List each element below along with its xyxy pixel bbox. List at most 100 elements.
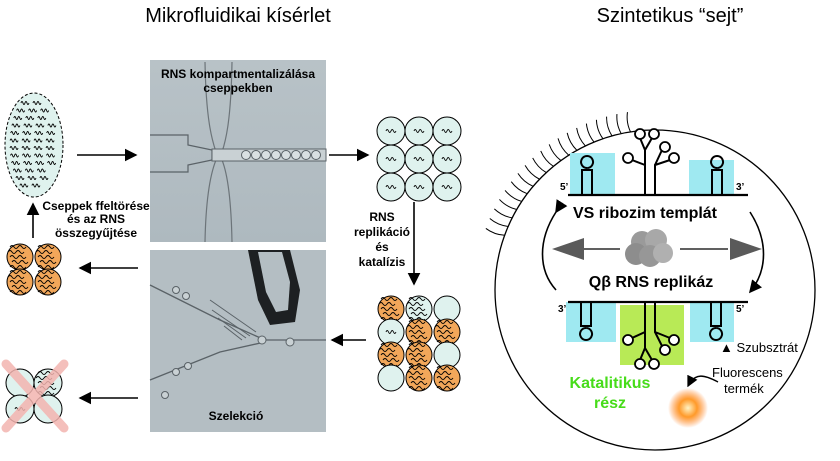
droplet	[377, 364, 405, 392]
chip-caption-line2: cseppekben	[203, 81, 272, 95]
step-replication-3: és	[375, 240, 389, 254]
lipid-tail	[548, 144, 562, 161]
rna-squiggle	[47, 123, 57, 128]
product-label-1: Fluorescens	[712, 365, 783, 380]
rna-squiggle	[33, 138, 43, 143]
lipid-tail	[504, 190, 522, 202]
top-5prime: 5’	[560, 182, 569, 193]
rna-squiggle	[23, 123, 33, 128]
chip-droplet	[311, 150, 321, 160]
rna-squiggle	[9, 280, 27, 284]
rna-squiggle	[37, 265, 55, 269]
curved-arrow-left	[541, 199, 568, 291]
rna-squiggle	[406, 348, 424, 352]
rna-squiggle	[34, 131, 44, 135]
rna-squiggle	[9, 255, 27, 259]
rna-squiggle	[410, 312, 428, 316]
rna-squiggle	[35, 123, 45, 128]
rna-squiggle	[11, 161, 21, 165]
rna-squiggle	[406, 302, 424, 306]
rna-squiggle	[35, 161, 45, 165]
rna-squiggle	[408, 386, 426, 390]
rna-squiggle	[413, 185, 425, 189]
droplet	[433, 295, 461, 323]
rna-squiggle	[9, 138, 19, 143]
rna-squiggle	[21, 138, 31, 143]
step-replication-1: RNS	[369, 210, 394, 224]
chip-droplet	[301, 150, 311, 160]
rna-squiggle	[7, 250, 25, 254]
rna-squiggle	[13, 116, 23, 120]
lipid-tail	[517, 173, 534, 187]
rna-squiggle	[380, 297, 398, 301]
rna-squiggle	[21, 146, 31, 150]
lipid-tail	[510, 181, 528, 195]
rna-squiggle	[47, 161, 57, 165]
chip-droplet	[281, 150, 291, 160]
template-label: VS ribozim templát	[573, 205, 718, 222]
chip-droplet	[241, 150, 251, 160]
lipid-tail	[524, 165, 540, 180]
droplet	[433, 341, 461, 369]
top-3prime: 3’	[736, 182, 745, 193]
step-break-2: és az RNS	[67, 212, 125, 226]
rna-squiggle	[9, 290, 27, 294]
rna-squiggle	[10, 153, 19, 158]
rna-squiggle	[410, 381, 428, 385]
rna-squiggle	[413, 129, 425, 133]
rna-squiggle	[9, 270, 27, 274]
selection-caption: Szelekció	[209, 409, 264, 423]
rna-squiggle	[25, 116, 35, 120]
rna-squiggles	[9, 101, 57, 188]
lipid-tail	[616, 114, 622, 134]
rna-squiggle	[39, 260, 57, 264]
rna-squiggle	[436, 330, 454, 334]
rna-squiggle	[385, 157, 397, 161]
rna-squiggle	[37, 255, 55, 259]
chip-droplet	[251, 150, 261, 160]
lipid-tail	[576, 127, 586, 147]
rna-squiggle	[28, 108, 38, 113]
rna-squiggle	[22, 153, 31, 158]
rna-squiggle	[32, 101, 42, 105]
rna-squiggle	[380, 343, 398, 347]
lipid-tail	[532, 157, 547, 174]
rna-squiggle	[408, 320, 426, 324]
rna-squiggle	[436, 386, 454, 390]
rna-squiggle	[408, 307, 426, 311]
lipid-tail	[485, 228, 505, 236]
rna-squiggle	[438, 335, 456, 339]
rna-squiggle	[408, 376, 426, 380]
step-break-3: összegyűjtése	[55, 226, 137, 240]
rna-squiggle	[11, 260, 29, 264]
rna-squiggle	[408, 353, 426, 357]
replicase-label: Qβ RNS replikáz	[589, 274, 713, 291]
product-label-2: termék	[724, 381, 764, 396]
rna-squiggle	[436, 376, 454, 380]
rna-squiggle	[385, 185, 397, 189]
rna-squiggle	[434, 325, 452, 329]
complementary-strand	[566, 300, 748, 370]
chip-droplet	[291, 150, 301, 160]
rna-squiggle	[35, 250, 53, 254]
catalytic-label-1: Katalitikus	[570, 375, 651, 392]
rna-squiggle	[441, 129, 453, 133]
lipid-tail	[585, 123, 595, 143]
catalytic-label-2: rész	[594, 395, 626, 412]
rna-squiggle	[9, 245, 27, 249]
rna-squiggle	[413, 157, 425, 161]
chip-droplet	[261, 150, 271, 160]
droplets-recovered	[6, 243, 62, 296]
rna-squiggle	[436, 366, 454, 370]
rna-squiggle	[385, 129, 397, 133]
rna-squiggle	[23, 161, 33, 165]
rna-squiggle	[382, 312, 400, 316]
replicase-arrow-left	[552, 238, 584, 260]
rna-squiggle	[9, 265, 27, 269]
template-strand	[568, 128, 748, 197]
rna-squiggle	[11, 123, 21, 128]
rna-squiggle	[380, 353, 398, 357]
rna-pool-oval	[4, 92, 64, 198]
rna-squiggle	[385, 330, 397, 334]
